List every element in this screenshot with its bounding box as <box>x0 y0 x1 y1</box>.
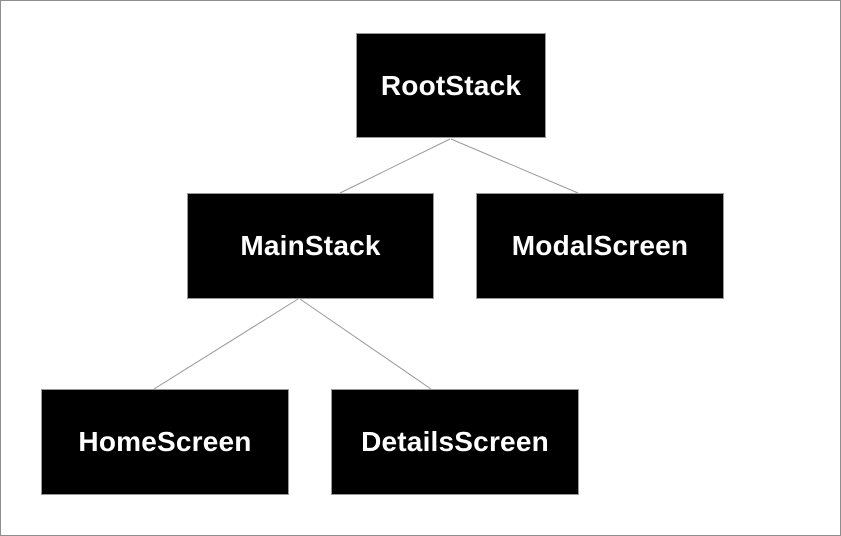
node-detailsscreen: DetailsScreen <box>331 389 579 495</box>
node-modalscreen-label: ModalScreen <box>511 230 689 261</box>
node-homescreen: HomeScreen <box>41 389 289 495</box>
node-detailsscreen-label: DetailsScreen <box>361 426 549 457</box>
node-modalscreen: ModalScreen <box>476 193 724 299</box>
edge-rootstack-modalscreen <box>450 138 579 194</box>
node-rootstack: RootStack <box>356 33 546 138</box>
edge-rootstack-mainstack <box>339 138 451 194</box>
node-homescreen-label: HomeScreen <box>78 426 252 457</box>
node-mainstack: MainStack <box>187 193 434 299</box>
node-mainstack-label: MainStack <box>240 230 381 261</box>
edge-mainstack-detailsscreen <box>299 298 432 390</box>
edge-mainstack-homescreen <box>153 298 299 390</box>
node-rootstack-label: RootStack <box>380 69 522 101</box>
